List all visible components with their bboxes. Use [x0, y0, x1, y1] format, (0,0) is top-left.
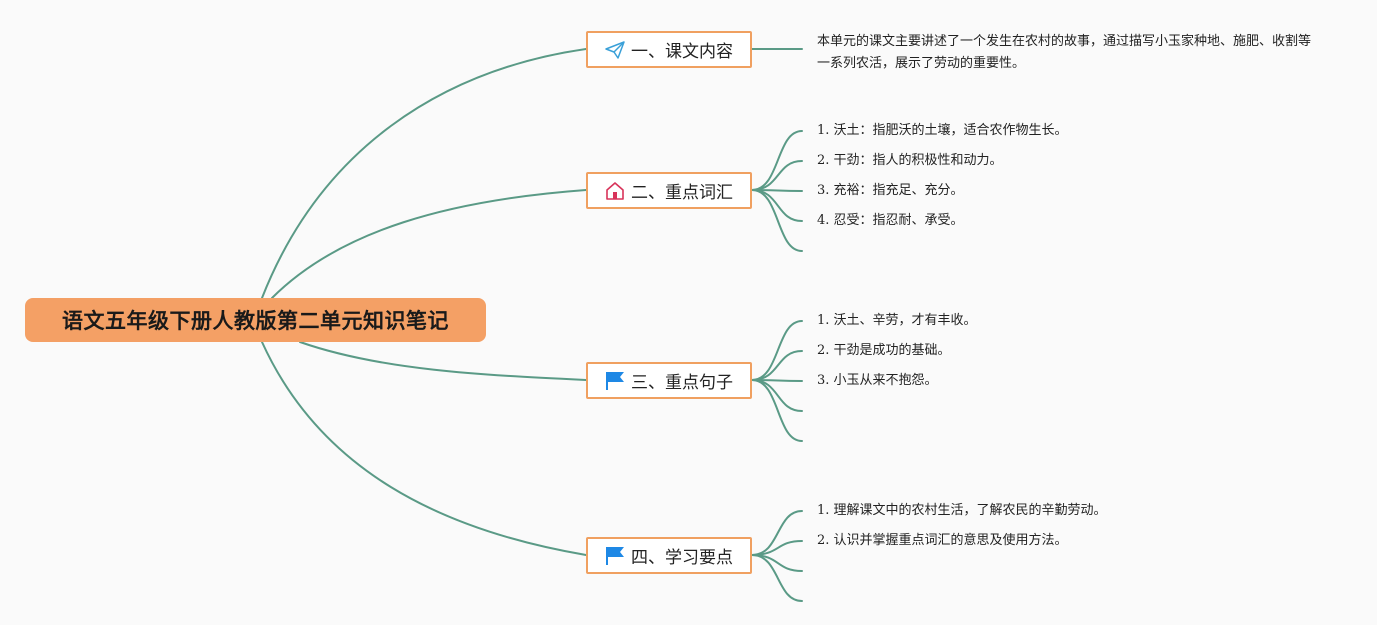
branch-key-vocabulary[interactable]: 二、重点词汇 — [586, 172, 752, 209]
connector-branch-2-item-5 — [751, 189, 803, 252]
list-item: 3. 充裕：指充足、充分。 — [817, 183, 964, 198]
list-item: 1. 理解课文中的农村生活，了解农民的辛勤劳动。 — [817, 503, 1107, 518]
list-item: 1. 沃土：指肥沃的土壤，适合农作物生长。 — [817, 123, 1068, 138]
course-description: 本单元的课文主要讲述了一个发生在农村的故事，通过描写小玉家种地、施肥、收割等一系… — [817, 34, 1312, 71]
flag-icon — [606, 546, 624, 565]
list-item: 2. 干劲：指人的积极性和动力。 — [817, 153, 1003, 168]
list-item: 4. 忍受：指忍耐、承受。 — [817, 213, 964, 228]
list-item: 2. 干劲是成功的基础。 — [817, 343, 951, 358]
branch-label: 三、重点句子 — [631, 373, 733, 393]
list-item: 3. 小玉从来不抱怨。 — [817, 373, 938, 388]
connector-branch-3-item-5 — [751, 379, 803, 442]
branch-learning-points[interactable]: 四、学习要点 — [586, 537, 752, 574]
connector-branch-4-item-3 — [751, 554, 803, 572]
connector-root-branch-1 — [261, 48, 587, 299]
connector-root-branch-3 — [299, 341, 587, 381]
branch-key-sentences[interactable]: 三、重点句子 — [586, 362, 752, 399]
branch-course-content[interactable]: 一、课文内容 — [586, 31, 752, 68]
root-title: 语文五年级下册人教版第二单元知识笔记 — [62, 309, 449, 333]
list-item: 1. 沃土、辛劳，才有丰收。 — [817, 313, 977, 328]
branch-label: 二、重点词汇 — [631, 183, 733, 203]
connector-branch-3-item-2 — [751, 350, 803, 381]
connector-root-branch-4 — [261, 341, 587, 556]
paper-plane-icon — [605, 40, 625, 59]
flag-icon — [606, 371, 624, 390]
connector-branch-3-item-1 — [751, 320, 803, 381]
branch-label: 一、课文内容 — [631, 42, 733, 62]
home-icon — [606, 182, 624, 200]
connector-branch-4-item-4 — [751, 554, 803, 602]
branch-label: 四、学习要点 — [631, 548, 733, 568]
connector-root-branch-2 — [271, 189, 587, 299]
connector-branch-2-item-2 — [751, 160, 803, 191]
list-item: 2. 认识并掌握重点词汇的意思及使用方法。 — [817, 533, 1068, 548]
root-topic[interactable]: 语文五年级下册人教版第二单元知识笔记 — [25, 298, 486, 342]
connector-branch-2-item-1 — [751, 130, 803, 191]
